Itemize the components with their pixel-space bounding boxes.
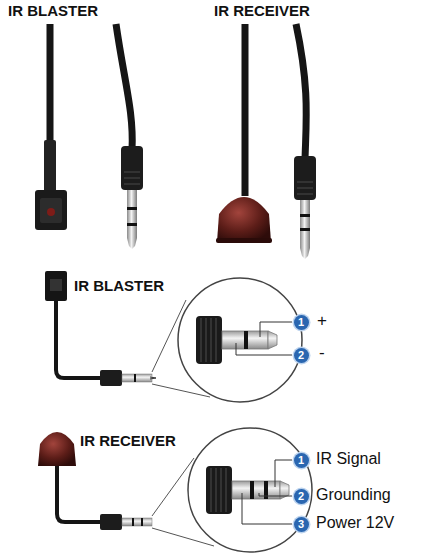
callout-ring: [292, 313, 310, 331]
plug-shaft: [222, 331, 268, 349]
callout-circle: 2: [292, 487, 311, 506]
small-plug-mark: [150, 377, 156, 379]
plug-grip: [201, 318, 216, 362]
part-name: IR BLASTER: [8, 3, 98, 20]
blaster-head: [35, 190, 67, 230]
leader-line: [259, 493, 292, 496]
blaster-cable: [47, 24, 54, 160]
callout-circle: 2: [292, 346, 311, 365]
receiver-cable: [242, 24, 249, 196]
part-name: IR RECEIVER: [214, 3, 310, 20]
small-plug-body: [100, 370, 122, 386]
plug-ring: [250, 481, 254, 499]
callout-disc: [294, 489, 309, 504]
small-plug-ring: [132, 518, 134, 526]
plug-body: [294, 156, 316, 200]
callout-disc: [294, 315, 309, 330]
callout-number: 3: [298, 519, 304, 530]
callout-number: 1: [298, 455, 304, 466]
plug-body: [121, 146, 143, 190]
callout-circle: 1: [292, 313, 311, 332]
plug-shaft: [300, 200, 310, 248]
plug-shaft: [127, 190, 137, 238]
callout-disc: [294, 517, 309, 532]
part-name: IR RECEIVER: [80, 433, 176, 450]
receiver-dome: [217, 197, 271, 242]
part-name: IR BLASTER: [74, 278, 164, 295]
leader-line: [236, 343, 292, 355]
plug-tip: [268, 331, 277, 349]
pin-label: Power 12V: [316, 514, 394, 532]
zoom-circle: [188, 428, 312, 552]
blaster-cable: [56, 301, 100, 378]
small-plug-shaft: [122, 518, 152, 526]
blaster-window: [50, 279, 62, 291]
pin-label: +: [317, 312, 327, 331]
blaster-window: [40, 198, 62, 223]
small-plug-body: [100, 514, 122, 530]
pin-label: -: [319, 344, 325, 363]
plug-ring: [127, 223, 137, 226]
plug-body: [196, 316, 222, 364]
plug-ring: [244, 331, 248, 349]
receiver-icon: [38, 432, 76, 466]
callout-ring: [292, 451, 310, 469]
plug-ring: [127, 207, 137, 210]
blaster-icon: [45, 271, 67, 301]
small-plug-ring: [134, 374, 136, 382]
plug-tip: [127, 238, 137, 249]
receiver-cable: [57, 466, 100, 522]
plug-tip: [300, 248, 310, 259]
blaster-led: [47, 208, 55, 216]
leader-line: [242, 493, 292, 524]
plug-grip: [124, 172, 140, 184]
plug-cable: [116, 24, 132, 150]
receiver-base: [216, 238, 272, 243]
callout-circle: 3: [292, 515, 311, 534]
pin-label: IR Signal: [316, 450, 381, 468]
callout-ring: [292, 515, 310, 533]
plug-grip: [297, 182, 313, 194]
plug-grip: [211, 468, 226, 512]
callout-number: 2: [298, 350, 304, 361]
small-plug-ring: [141, 518, 143, 526]
callout-ring: [292, 346, 310, 364]
plug-cable: [296, 24, 306, 160]
plug-ring: [300, 228, 310, 231]
pin-label: Grounding: [316, 486, 391, 504]
leader-line: [275, 460, 292, 487]
leader-line: [260, 322, 292, 337]
callout-number: 2: [298, 491, 304, 502]
callout-number: 1: [298, 317, 304, 328]
plug-ring: [300, 214, 310, 217]
zoom-circle: [178, 278, 302, 402]
cable-sleeve: [44, 140, 56, 192]
callout-disc: [294, 348, 309, 363]
plug-body: [206, 466, 232, 514]
callout-disc: [294, 453, 309, 468]
callout-ring: [292, 487, 310, 505]
small-plug-shaft: [122, 374, 152, 382]
callout-circle: 1: [292, 451, 311, 470]
